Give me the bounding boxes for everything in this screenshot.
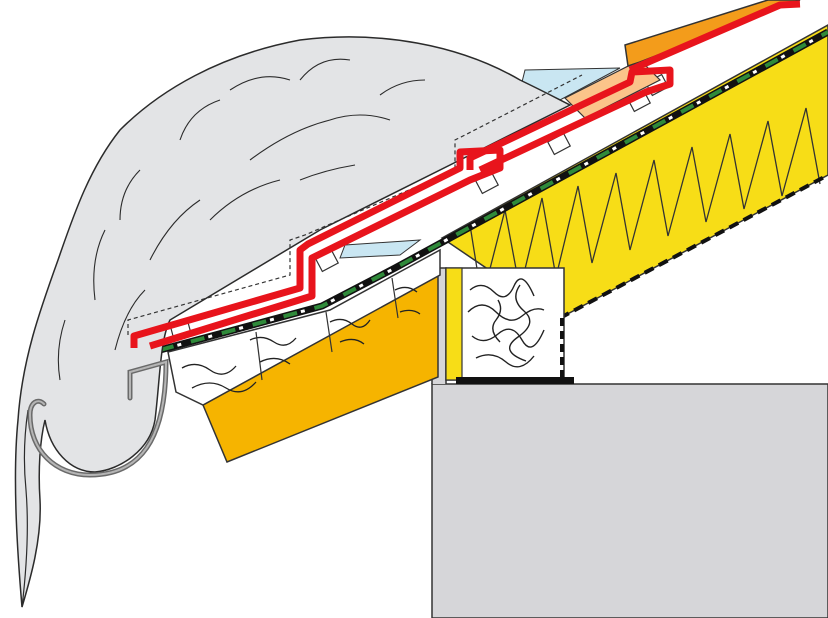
top-plate-grain [467, 278, 545, 368]
wall-block [431, 383, 828, 618]
snow-texture [57, 58, 426, 381]
metal-roofing-top [628, 0, 801, 74]
hidden-roofing-outline [127, 74, 583, 335]
snow-mass [14, 36, 572, 608]
eave-deck-grain [181, 286, 421, 393]
eave-board-joint-1 [255, 331, 263, 381]
icicle [21, 409, 29, 608]
sill-plate [456, 377, 574, 384]
roof-membrane-white-gaps [159, 30, 828, 352]
lower-membrane [559, 173, 828, 320]
eave-board-joint-2 [325, 311, 333, 353]
gutter-inner [28, 360, 168, 477]
metal-roofing-upper [466, 66, 674, 174]
plate-edge-strip [445, 267, 463, 381]
metal-roofing [130, 146, 504, 350]
top-plate [445, 267, 565, 381]
ice-pocket-middle [339, 239, 422, 259]
eave-board-joint-3 [391, 277, 399, 319]
